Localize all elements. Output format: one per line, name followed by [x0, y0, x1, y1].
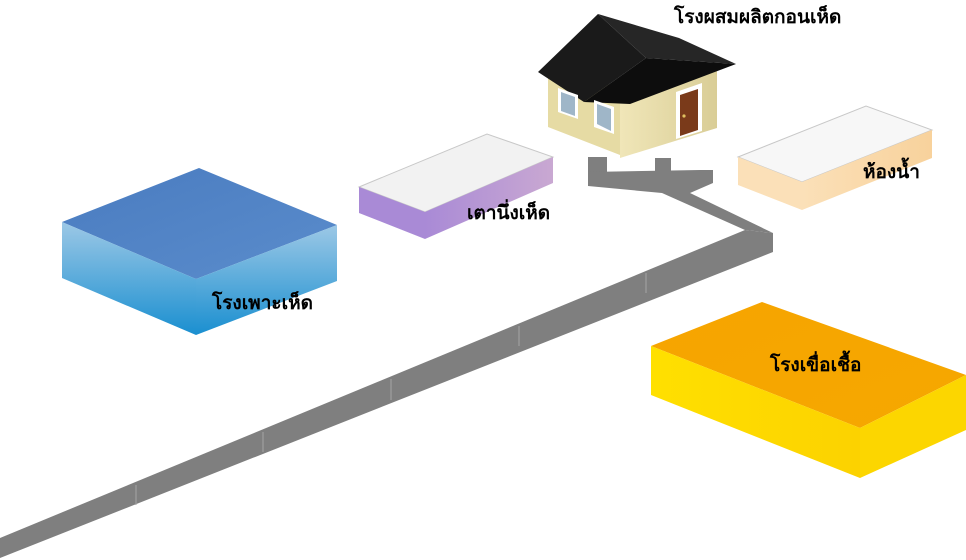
bathroom-label: ห้องน้ำ	[863, 161, 920, 183]
steamer-building	[357, 133, 555, 239]
bathroom-building	[736, 105, 934, 210]
steamer-label: เตานึ่งเห็ด	[467, 202, 551, 224]
mixing-house-building	[538, 14, 736, 158]
growing-house-building	[62, 168, 337, 335]
culture-house-building	[651, 302, 966, 478]
access-road	[0, 157, 773, 558]
growing-house-label: โรงเพาะเห็ด	[212, 292, 313, 314]
culture-house-label: โรงเขื่อเชื้อ	[770, 354, 862, 376]
mixing-house-label: โรงผสมผลิตกอนเห็ด	[674, 6, 842, 28]
